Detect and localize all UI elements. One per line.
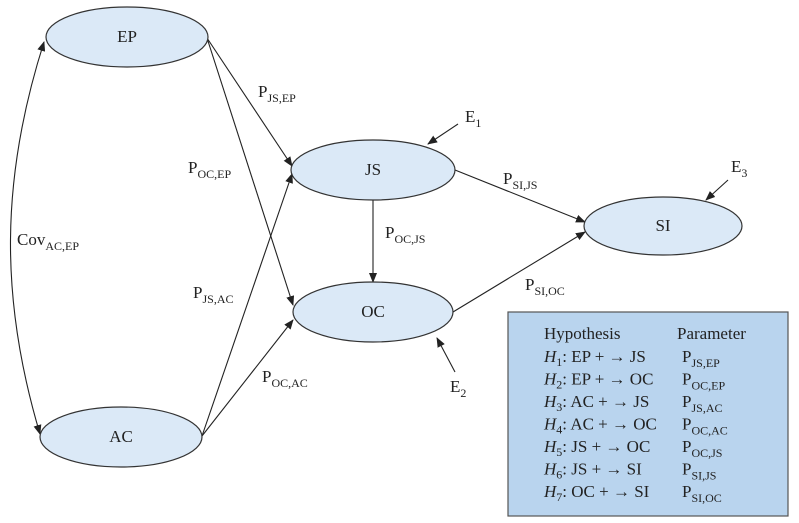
- error-label-e3: E3: [731, 157, 747, 180]
- node-ac-label: AC: [109, 427, 133, 446]
- edge-label-oc-js: POC,JS: [385, 223, 425, 246]
- error-label-e2: E2: [450, 377, 466, 400]
- error-arrow-e1: [427, 123, 459, 145]
- edge-covariance-ac-ep: [9, 41, 46, 435]
- edge-label-js-ep: PJS,EP: [258, 82, 296, 105]
- node-js: JS: [290, 139, 456, 201]
- legend-parameter: POC,JS: [682, 437, 722, 460]
- edge-label-si-oc: PSI,OC: [525, 275, 565, 298]
- legend-parameter: PJS,EP: [682, 347, 720, 370]
- error-arrow-e3: [705, 179, 729, 201]
- legend-parameter: PSI,OC: [682, 482, 722, 505]
- edge-label-si-js: PSI,JS: [503, 169, 537, 192]
- node-ep: EP: [45, 6, 209, 68]
- legend-header-parameter: Parameter: [677, 324, 746, 343]
- edge-label-oc-ep: POC,EP: [188, 158, 231, 181]
- edge-label-js-ac: PJS,AC: [193, 283, 233, 306]
- legend-hypothesis: H4: AC + → OC: [543, 415, 657, 437]
- node-oc: OC: [292, 281, 454, 343]
- node-si: SI: [583, 196, 743, 256]
- legend-parameter: PJS,AC: [682, 392, 722, 415]
- legend-hypothesis: H3: AC + → JS: [543, 392, 649, 414]
- legend-parameter: POC,AC: [682, 415, 728, 438]
- node-ac: AC: [39, 406, 203, 468]
- node-oc-label: OC: [361, 302, 385, 321]
- error-label-e1: E1: [465, 107, 481, 130]
- edge-js-si: [454, 169, 586, 223]
- edge-ac-oc: [201, 319, 294, 437]
- error-arrow-e2: [436, 337, 456, 373]
- edge-ep-js: [206, 37, 293, 167]
- edge-label-oc-ac: POC,AC: [262, 367, 308, 390]
- legend-hypothesis: H7: OC + → SI: [543, 482, 650, 504]
- legend-hypothesis: H1: EP + → JS: [543, 347, 646, 369]
- legend-header-hypothesis: Hypothesis: [544, 324, 621, 343]
- legend-hypothesis: H6: JS + → SI: [543, 460, 642, 482]
- edge-ep-oc: [206, 37, 295, 306]
- legend-hypothesis: H2: EP + → OC: [543, 370, 653, 392]
- legend-hypothesis: H5: JS + → OC: [543, 437, 650, 459]
- hypothesis-legend: Hypothesis Parameter H1: EP + → JS PJS,EP…: [507, 311, 789, 517]
- edge-ac-js: [201, 173, 293, 437]
- edge-oc-si: [452, 231, 586, 313]
- node-js-label: JS: [365, 160, 381, 179]
- edge-label-cov: CovAC,EP: [17, 230, 79, 253]
- legend-parameter: POC,EP: [682, 370, 725, 393]
- legend-parameter: PSI,JS: [682, 460, 716, 483]
- node-ep-label: EP: [117, 27, 137, 46]
- node-si-label: SI: [655, 216, 670, 235]
